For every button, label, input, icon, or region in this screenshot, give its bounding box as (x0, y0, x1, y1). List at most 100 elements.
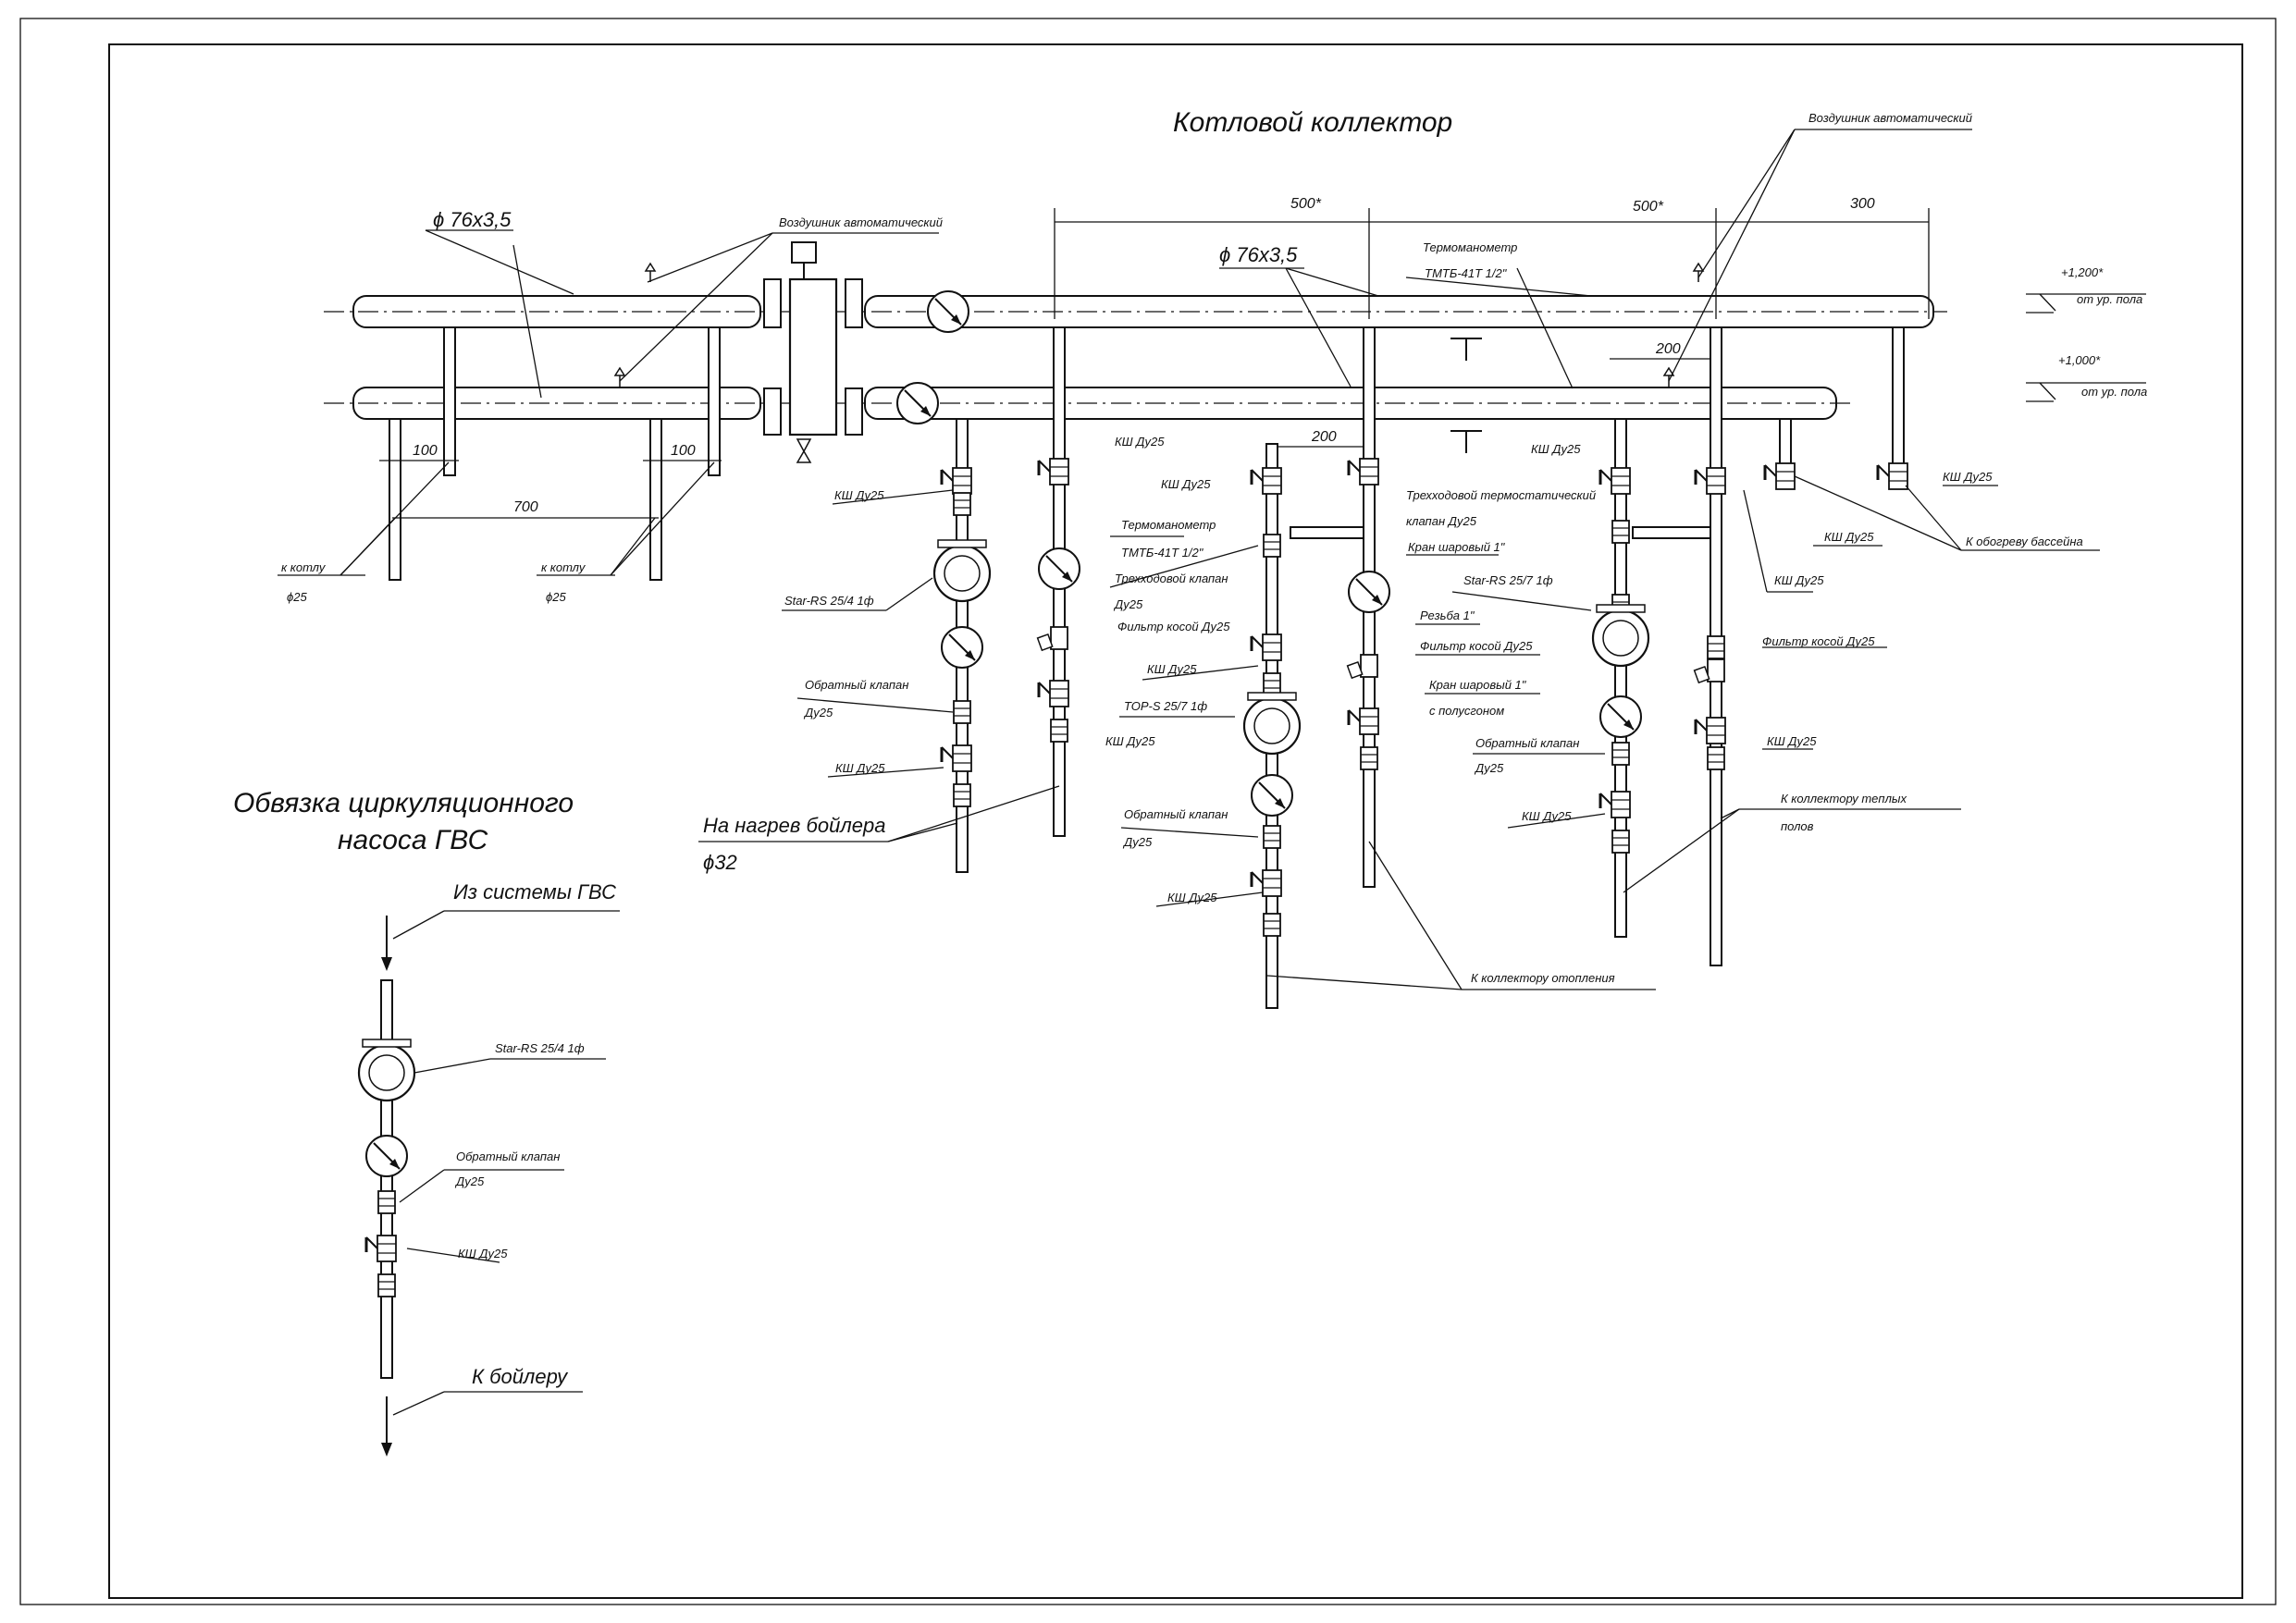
circuit-d (1346, 326, 1390, 888)
thermomanometer-label: Термоманометр (1121, 518, 1216, 532)
ball-valve-label: КШ Ду25 (1767, 734, 1817, 748)
circuit-a (932, 418, 992, 873)
pool-circuit (1763, 326, 1909, 491)
leader-line (1743, 489, 1768, 593)
level-value: +1,000* (2058, 353, 2101, 367)
leader-line (399, 1169, 445, 1203)
leader-line (1120, 827, 1259, 838)
check-valve-label: Обратный клапан (1124, 807, 1228, 821)
thermomanometer-label: Термоманометр (1423, 240, 1517, 254)
air-vent-label: Воздушник автоматический (779, 215, 943, 229)
gauge-icon (927, 290, 969, 333)
leader-line (1405, 277, 1592, 297)
ball-valve-label: КШ Ду25 (835, 761, 885, 775)
connection-size: ϕ25 (546, 590, 566, 604)
pipe-size-label: ϕ 76х3,5 (433, 208, 512, 231)
leader-line (1516, 267, 1574, 389)
leader-line (610, 461, 715, 576)
dimension-label: 100 (413, 443, 438, 459)
three-way-thermo-label: клапан Ду25 (1406, 514, 1477, 528)
dimension-chain-top (1054, 208, 1930, 319)
level-text: от ур. пола (2081, 385, 2147, 399)
check-valve-label: Ду25 (454, 1174, 485, 1188)
ball-valve-label: Кран шаровый 1" (1429, 678, 1527, 692)
dimension-label: 200 (1655, 341, 1681, 357)
check-valve-label: Ду25 (1474, 761, 1504, 775)
to-boiler-tank-label: К бойлеру (472, 1365, 569, 1388)
ball-valve-label: КШ Ду25 (1531, 442, 1581, 456)
leader-line (1697, 129, 1796, 278)
leader-line (1155, 891, 1264, 907)
lower-header-pipe (324, 387, 1850, 420)
inner-frame (108, 43, 2243, 1599)
thread-label: Резьба 1" (1420, 609, 1475, 622)
circuit-e (1591, 418, 1717, 938)
from-dhw-label: Из системы ГВС (453, 880, 616, 904)
leader-line (1794, 475, 1962, 551)
gauge-icon (896, 382, 939, 424)
three-way-valve-label: Ду25 (1113, 597, 1143, 611)
check-valve-label: Обратный клапан (805, 678, 908, 692)
leader-line (1109, 545, 1259, 588)
leader-line (887, 822, 958, 842)
leader-line (339, 517, 396, 576)
ball-valve-label: с полусгоном (1429, 704, 1504, 718)
leader-line (610, 517, 656, 576)
heating-collector-label: К коллектору отопления (1471, 971, 1615, 985)
leader-line (1720, 808, 1740, 819)
connection-label: к котлу (541, 560, 586, 574)
air-vent-label: Воздушник автоматический (1808, 111, 1972, 125)
leader-line (512, 244, 542, 399)
leader-line (885, 577, 933, 611)
boiler-heat-label: На нагрев бойлера (703, 814, 885, 837)
air-vent-icon (1663, 367, 1674, 387)
dhw-circuit (357, 979, 416, 1379)
dimension-label: 500* (1290, 196, 1322, 212)
leader-line (832, 489, 954, 505)
leader-line (392, 910, 445, 940)
ball-valve-label: КШ Ду25 (1774, 573, 1824, 587)
leader-line (647, 232, 773, 283)
main-title: Котловой коллектор (1173, 107, 1452, 138)
boiler-heat-size: ϕ32 (703, 851, 737, 874)
leader-line (1285, 267, 1379, 297)
ball-valve-label: КШ Ду25 (1147, 662, 1197, 676)
leader-line (1266, 975, 1463, 990)
leader-line (1623, 808, 1740, 893)
dimension-label: 700 (513, 499, 538, 515)
pump-label: Star-RS 25/4 1ф (495, 1041, 585, 1055)
ball-valve-label: КШ Ду25 (1522, 809, 1572, 823)
pump-label: TOP-S 25/7 1ф (1124, 699, 1207, 713)
boiler-stubs (389, 326, 721, 581)
circuit-c (1242, 443, 1365, 1009)
ball-valve-label: КШ Ду25 (834, 488, 884, 502)
level-text: от ур. пола (2077, 292, 2142, 306)
floor-collector-label: К коллектору теплых (1781, 792, 1907, 805)
hydraulic-separator (763, 241, 863, 463)
three-way-valve-label: Трехходовой клапан (1115, 572, 1228, 585)
ball-valve-label: КШ Ду25 (1943, 470, 1993, 484)
check-valve-label: Обратный клапан (1475, 736, 1579, 750)
ball-valve-label: КШ Ду25 (1115, 435, 1165, 449)
pipe-size-label: ϕ 76х3,5 (1219, 243, 1298, 266)
ball-valve-label: Кран шаровый 1" (1408, 540, 1506, 554)
leader-line (1285, 267, 1352, 387)
check-valve-label: Ду25 (803, 706, 833, 719)
pump-label: Star-RS 25/4 1ф (784, 594, 874, 608)
upper-header-pipe (324, 295, 1947, 328)
pool-heating-label: К обогреву бассейна (1966, 535, 2083, 548)
level-mark-lower (2026, 382, 2146, 402)
circuit-b (1036, 326, 1080, 837)
pump-label: Star-RS 25/7 1ф (1463, 573, 1553, 587)
ball-valve-label: КШ Ду25 (1105, 734, 1155, 748)
floor-collector-label: полов (1781, 819, 1814, 833)
filter-label: Фильтр косой Ду25 (1420, 639, 1533, 653)
flow-arrow-icon (381, 916, 392, 1457)
dhw-title-line1: Обвязка циркуляционного (233, 788, 574, 818)
leader-line (392, 1391, 445, 1416)
leader-line (796, 697, 954, 713)
ball-valve-label: КШ Ду25 (1161, 477, 1211, 491)
dimension-label: 500* (1633, 199, 1664, 215)
leader-line (1368, 841, 1463, 990)
